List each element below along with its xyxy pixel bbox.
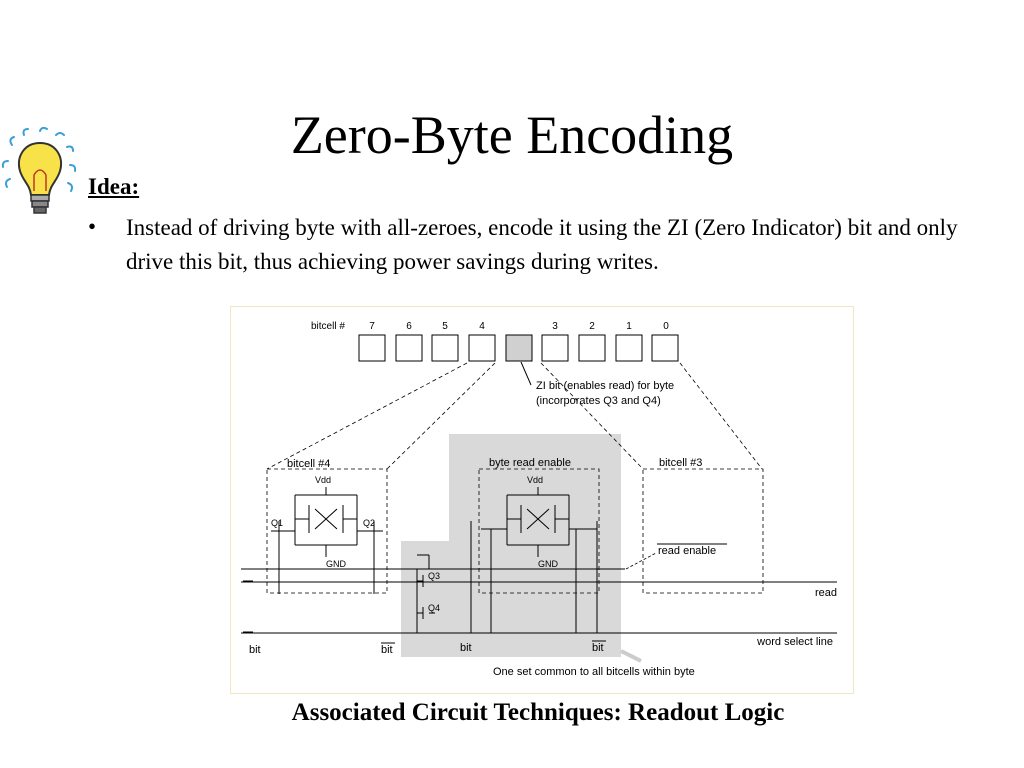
bitcell-4-label: bitcell #4 [287, 458, 330, 470]
q2-label: Q2 [363, 518, 375, 528]
bit-number: 2 [589, 321, 595, 332]
zi-note: (incorporates Q3 and Q4) [536, 395, 661, 407]
bit-bar-label: bit [592, 642, 604, 654]
read-line-label: read [815, 587, 837, 599]
bit-number: 1 [626, 321, 632, 332]
bitcell-row-label: bitcell # [311, 321, 345, 332]
bit-number: 7 [369, 321, 375, 332]
bit-number: 6 [406, 321, 412, 332]
bitcell-box [358, 334, 386, 362]
zi-note: ZI bit (enables read) for byte [536, 380, 674, 392]
q3-label: Q3 [428, 571, 440, 581]
bullet-marker: • [88, 214, 97, 239]
circuit-diagram: bitcell # 7 6 5 4 3 2 1 0 ZI bit (enable… [241, 321, 837, 678]
bit-bar-label: bit [381, 644, 393, 656]
vdd-label: Vdd [315, 475, 331, 485]
bit-number: 3 [552, 321, 558, 332]
circuit-figure: bitcell # 7 6 5 4 3 2 1 0 ZI bit (enable… [230, 306, 854, 694]
word-select-line-label: word select line [756, 636, 833, 648]
slide-title: Zero-Byte Encoding [290, 105, 734, 165]
zi-bit-box [505, 334, 533, 362]
idea-heading: Idea: [88, 174, 140, 199]
bitcell-3-outline [642, 468, 764, 594]
bitcell-4-outline [266, 468, 388, 594]
bit-number: 0 [663, 321, 669, 332]
bitcell-box [541, 334, 569, 362]
bit-label: bit [249, 644, 261, 656]
bit-number: 5 [442, 321, 448, 332]
bitcell-box [468, 334, 496, 362]
slide-caption: Associated Circuit Techniques: Readout L… [291, 699, 785, 726]
gnd-label: GND [538, 559, 559, 569]
bullet-text: Instead of driving byte with all-zeroes,… [126, 215, 958, 274]
bit-label: bit [460, 642, 472, 654]
bitcell-box [431, 334, 459, 362]
read-enable-label: read enable [658, 545, 716, 557]
byte-read-enable-outline [478, 468, 600, 594]
vdd-label: Vdd [527, 475, 543, 485]
q1-label: Q1 [271, 518, 283, 528]
bitcell-box [615, 334, 643, 362]
gnd-label: GND [326, 559, 347, 569]
lightbulb-icon [0, 125, 80, 225]
bitcell-box [578, 334, 606, 362]
common-note: One set common to all bitcells within by… [493, 666, 695, 678]
bitcell-3-label: bitcell #3 [659, 457, 702, 469]
byte-read-enable-label: byte read enable [489, 457, 571, 469]
bit-number: 4 [479, 321, 485, 332]
q4-label: Q4 [428, 603, 440, 613]
bitcell-box [651, 334, 679, 362]
bitcell-box [395, 334, 423, 362]
